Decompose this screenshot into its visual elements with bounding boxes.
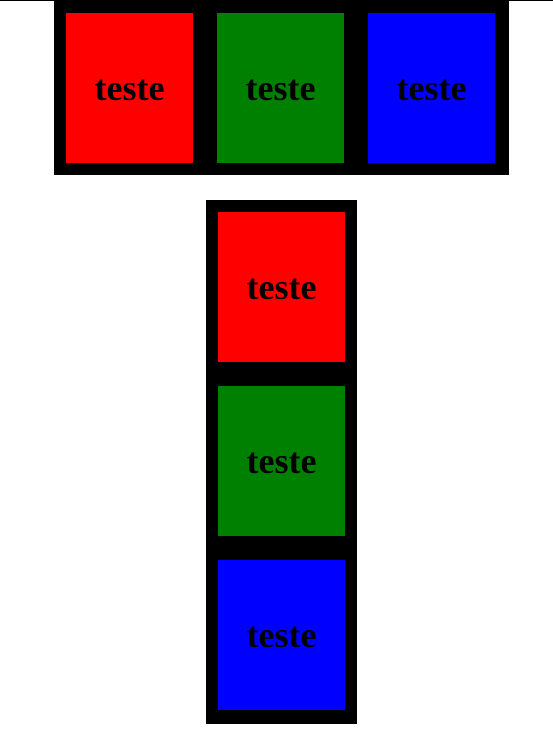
box-label: teste [94, 68, 165, 108]
box-label: teste [246, 615, 317, 655]
box-label: teste [246, 441, 317, 481]
blue-box: teste [218, 560, 345, 710]
red-box: teste [218, 212, 345, 362]
top-divider [0, 0, 553, 1]
horizontal-flex-container: teste teste teste [54, 1, 509, 175]
box-label: teste [245, 68, 316, 108]
green-box: teste [217, 13, 344, 163]
box-label: teste [246, 267, 317, 307]
box-label: teste [396, 68, 467, 108]
green-box: teste [218, 386, 345, 536]
blue-box: teste [368, 13, 495, 163]
red-box: teste [66, 13, 193, 163]
vertical-flex-container: teste teste teste [206, 200, 357, 724]
